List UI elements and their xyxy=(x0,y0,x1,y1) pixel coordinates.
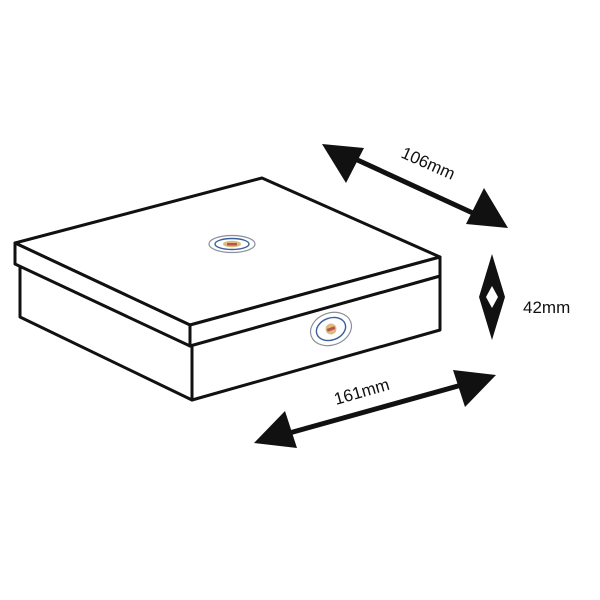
front-badge xyxy=(309,311,353,347)
width-arrow xyxy=(254,370,496,448)
box xyxy=(13,176,442,402)
height-label: 42mm xyxy=(523,298,570,317)
lid-front-band xyxy=(188,255,442,348)
width-arrowhead-end xyxy=(453,370,496,407)
width-label: 161mm xyxy=(332,375,392,409)
lid-badge xyxy=(208,234,256,254)
depth-arrow xyxy=(322,144,508,228)
height-arrowhead-bottom xyxy=(479,297,505,340)
width-arrowhead-start xyxy=(254,411,297,448)
height-arrow xyxy=(479,254,505,340)
depth-arrowhead-end xyxy=(466,188,508,228)
depth-arrowhead-start xyxy=(322,144,364,183)
height-arrowhead-top xyxy=(479,254,505,297)
depth-label: 106mm xyxy=(398,143,458,183)
dimension-arrows xyxy=(254,144,508,448)
